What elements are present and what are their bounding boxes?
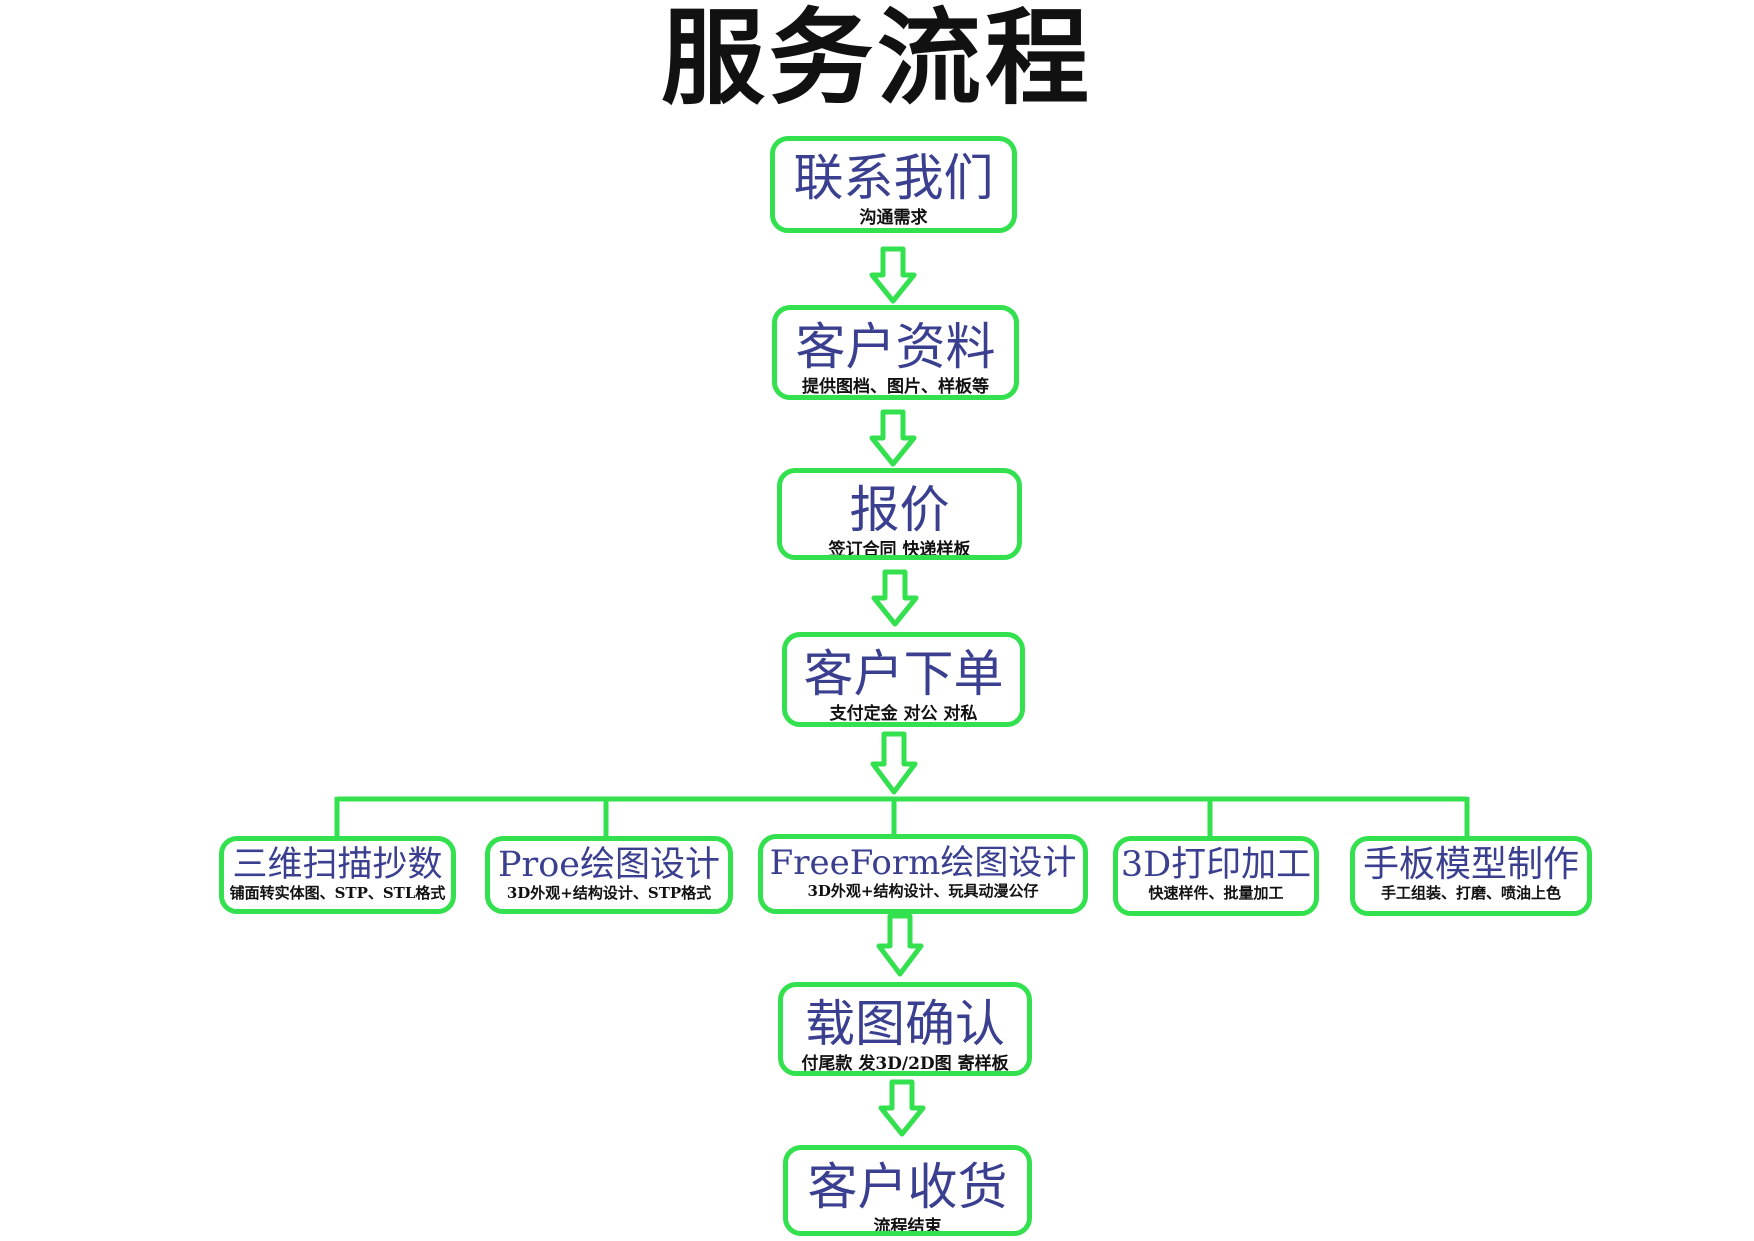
- service-title: 三维扫描抄数: [232, 845, 443, 885]
- service-subtitle: 铺面转实体图、STP、STL格式: [229, 884, 446, 902]
- step-title: 客户收货: [807, 1158, 1008, 1216]
- step-box-delivery: 客户收货 流程结束: [783, 1145, 1032, 1236]
- step-box-quote: 报价 签订合同 快递样板: [777, 468, 1022, 560]
- service-title: 3D打印加工: [1120, 845, 1312, 885]
- step-subtitle: 沟通需求: [859, 208, 928, 228]
- service-title: 手板模型制作: [1362, 844, 1579, 885]
- down-arrow-icon: [876, 913, 924, 977]
- step-title: 客户下单: [803, 645, 1004, 703]
- down-arrow-icon: [871, 569, 919, 627]
- down-arrow-icon: [878, 1079, 926, 1137]
- service-title: FreeForm绘图设计: [769, 843, 1077, 883]
- step-title: 客户资料: [795, 318, 996, 376]
- down-arrow-icon: [870, 731, 918, 795]
- service-subtitle: 快速样件、批量加工: [1148, 884, 1284, 902]
- step-box-order: 客户下单 支付定金 对公 对私: [782, 632, 1025, 727]
- step-subtitle: 流程结束: [873, 1217, 942, 1236]
- service-box-3d-scan: 三维扫描抄数 铺面转实体图、STP、STL格式: [219, 836, 456, 914]
- step-subtitle: 提供图档、图片、样板等: [802, 377, 989, 397]
- step-title: 联系我们: [793, 149, 994, 207]
- service-subtitle: 3D外观+结构设计、STP格式: [506, 884, 712, 902]
- service-title: Proe绘图设计: [497, 845, 721, 885]
- step-box-confirm-drawing: 载图确认 付尾款 发3D/2D图 寄样板: [778, 982, 1032, 1076]
- step-subtitle: 签订合同 快递样板: [828, 540, 971, 560]
- service-subtitle: 手工组装、打磨、喷油上色: [1380, 884, 1561, 902]
- down-arrow-icon: [869, 409, 917, 467]
- step-subtitle: 支付定金 对公 对私: [829, 704, 978, 724]
- service-box-proe: Proe绘图设计 3D外观+结构设计、STP格式: [485, 836, 733, 914]
- step-title: 报价: [849, 481, 950, 539]
- service-box-freeform: FreeForm绘图设计 3D外观+结构设计、玩具动漫公仔: [758, 834, 1088, 914]
- step-subtitle: 付尾款 发3D/2D图 寄样板: [801, 1054, 1009, 1074]
- page-title: 服务流程: [660, 0, 1093, 119]
- service-box-3d-print: 3D打印加工 快速样件、批量加工: [1113, 836, 1319, 916]
- service-subtitle: 3D外观+结构设计、玩具动漫公仔: [807, 882, 1039, 900]
- step-title: 载图确认: [805, 995, 1005, 1053]
- service-box-prototype: 手板模型制作 手工组装、打磨、喷油上色: [1350, 836, 1592, 916]
- step-box-contact: 联系我们 沟通需求: [770, 136, 1017, 233]
- down-arrow-icon: [869, 246, 917, 304]
- step-box-client-info: 客户资料 提供图档、图片、样板等: [772, 305, 1019, 400]
